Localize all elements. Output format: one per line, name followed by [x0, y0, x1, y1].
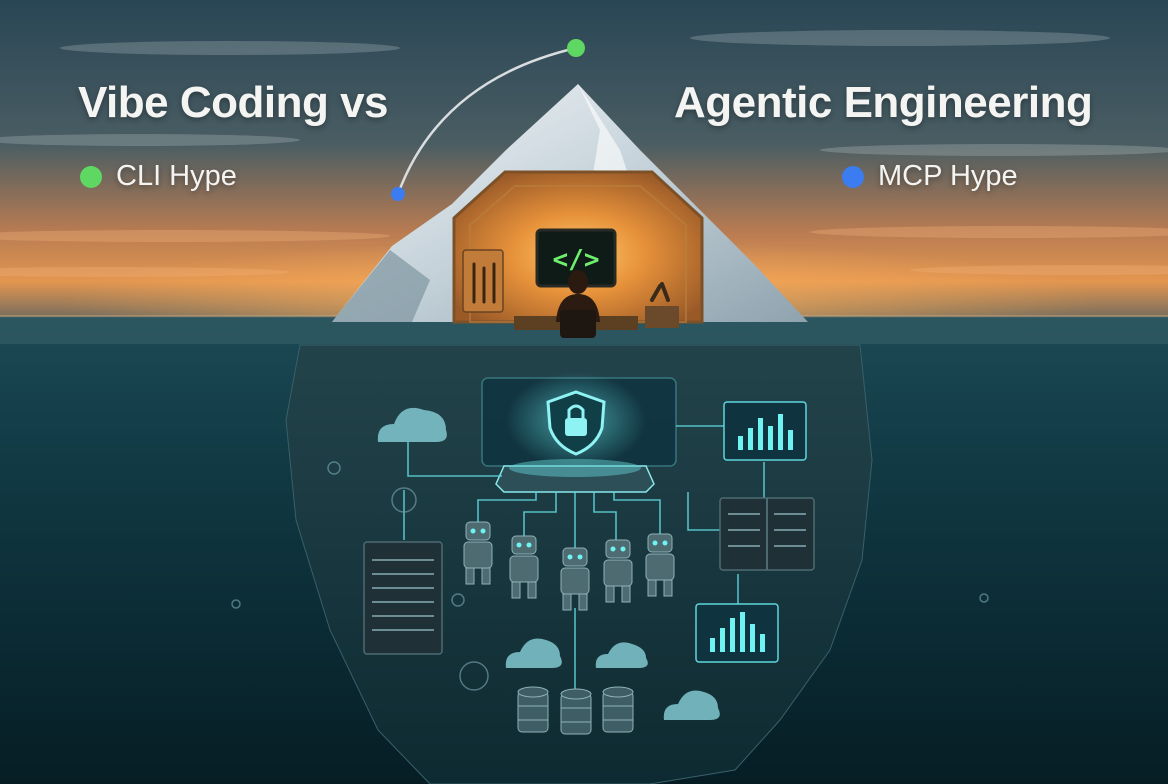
shield-lock-icon	[546, 390, 606, 456]
arc-end-dot	[567, 39, 585, 57]
cloud-icon	[377, 407, 447, 442]
legend-cli: CLI Hype	[80, 160, 237, 193]
server-rack-icon	[719, 497, 815, 571]
hype-arc	[396, 46, 577, 195]
bubbles	[231, 461, 989, 691]
developer-head	[568, 270, 588, 294]
legend-mcp: MCP Hype	[842, 160, 1018, 193]
code-glyph: </>	[553, 245, 600, 275]
right-title: Agentic Engineering	[674, 78, 1093, 127]
green-dot-icon	[80, 165, 102, 188]
server-rack-icon	[363, 541, 443, 655]
cloud-icon	[505, 638, 562, 668]
tools-icon	[472, 262, 496, 304]
cloud-icon	[663, 690, 720, 720]
legend-cli-label: CLI Hype	[116, 160, 237, 192]
database-icon	[517, 686, 549, 733]
chair	[560, 310, 596, 338]
database-icon	[602, 686, 634, 733]
network-lines	[403, 425, 765, 690]
cloud-icon	[595, 642, 648, 668]
database-icon	[560, 688, 592, 735]
robot-agent-icon	[645, 533, 675, 597]
legend-mcp-label: MCP Hype	[878, 160, 1018, 192]
robot-agent-icon	[463, 521, 493, 585]
robot-agent-icon	[509, 535, 539, 599]
left-title: Vibe Coding vs	[78, 78, 389, 127]
network-hub	[495, 459, 655, 493]
toolbox	[645, 306, 679, 328]
robot-agent-icon	[603, 539, 633, 603]
blue-dot-icon	[842, 165, 864, 188]
bar-chart-icon	[695, 603, 779, 663]
robot-agent-icon	[560, 547, 590, 611]
clouds	[0, 30, 1168, 156]
bar-chart-icon	[723, 401, 807, 461]
arc-start-dot	[391, 187, 405, 201]
